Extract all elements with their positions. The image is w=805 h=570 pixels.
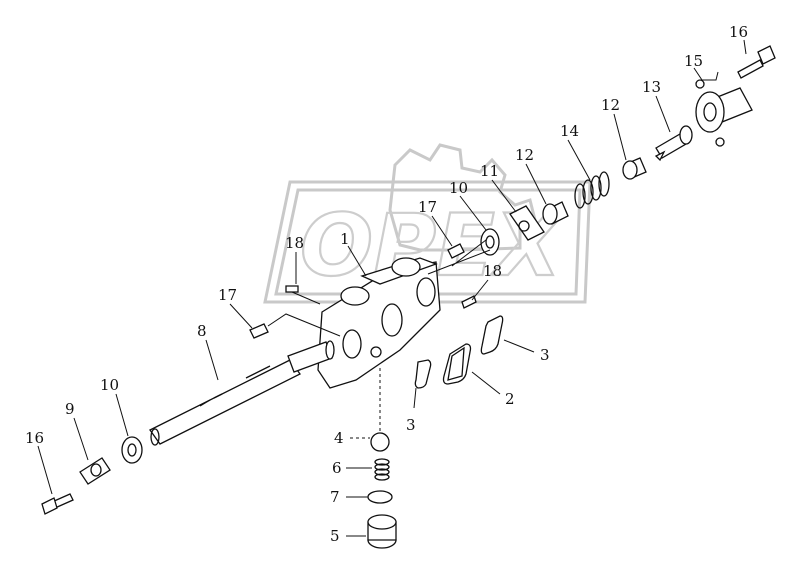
plug-5 [367, 514, 397, 549]
leader-1 [347, 245, 367, 277]
leader-lines [37, 39, 747, 537]
seal-10-lower [121, 436, 143, 464]
callout-11: 11 [480, 162, 499, 180]
callout-9: 9 [65, 400, 75, 418]
sleeve-12b [542, 201, 569, 225]
leader-10b [115, 393, 129, 437]
bolt-16-top [737, 45, 776, 79]
flange-9 [79, 457, 111, 485]
callouts: 16 15 13 12 14 12 11 10 17 18 1 18 17 8 … [25, 23, 748, 545]
leader-12b [525, 163, 547, 205]
leader-17b [229, 291, 341, 337]
callout-7: 7 [330, 488, 340, 506]
callout-1: 1 [340, 230, 350, 248]
seal-3-right [480, 315, 504, 355]
callout-3-left: 3 [406, 416, 416, 434]
callout-13: 13 [642, 78, 661, 96]
plug-17-lower [249, 323, 269, 339]
cap-15 [695, 79, 753, 147]
leader-10a [427, 195, 491, 275]
ball-4 [370, 432, 390, 452]
callout-8: 8 [197, 322, 207, 340]
callout-18-right: 18 [483, 262, 502, 280]
leader-3b [413, 387, 417, 409]
watermark-gear-icon [388, 143, 537, 252]
leader-17a [431, 215, 453, 247]
leader-12a [613, 113, 627, 161]
seal-10-upper [480, 228, 500, 256]
callout-17-upper: 17 [418, 198, 437, 216]
callout-12-top: 12 [601, 96, 620, 114]
plug-17-upper [447, 243, 465, 259]
callout-4: 4 [334, 429, 344, 447]
leader-3a [503, 339, 535, 353]
bolt-16-bottom [41, 493, 74, 515]
o-ring-7 [367, 490, 393, 504]
spring-6 [374, 458, 390, 481]
leader-16-bottom [37, 445, 53, 495]
leader-13 [655, 95, 671, 133]
callout-10-lower: 10 [100, 376, 119, 394]
callout-12-lower: 12 [515, 146, 534, 164]
seal-2 [442, 343, 472, 385]
callout-2: 2 [505, 390, 515, 408]
leader-18b [471, 279, 489, 301]
plate-11 [509, 205, 545, 241]
callout-14: 14 [560, 122, 579, 140]
callout-6: 6 [332, 459, 342, 477]
parts [41, 45, 776, 549]
sleeve-12a [622, 157, 647, 180]
watermark-frame [263, 180, 592, 304]
seal-3-left [414, 359, 432, 389]
callout-10-upper: 10 [449, 179, 468, 197]
callout-16-bottom: 16 [25, 429, 44, 447]
callout-5: 5 [330, 527, 340, 545]
callout-16-top: 16 [729, 23, 748, 41]
leader-14 [567, 139, 591, 181]
leader-16-top [743, 39, 747, 55]
leader-11 [491, 179, 517, 213]
leader-2 [471, 371, 501, 395]
leader-8 [205, 339, 219, 381]
spring-14 [574, 171, 610, 209]
leader-4 [350, 368, 381, 439]
callout-3-right: 3 [540, 346, 550, 364]
leader-15 [693, 67, 719, 81]
callout-18-left: 18 [285, 234, 304, 252]
callout-15: 15 [684, 52, 703, 70]
spool-8 [149, 340, 335, 446]
valve-body-1 [317, 257, 441, 389]
pin-18-left [285, 285, 299, 293]
callout-17-lower: 17 [218, 286, 237, 304]
shaft-13 [654, 125, 693, 162]
watermark-frame-inner [274, 188, 582, 296]
leader-9 [73, 417, 89, 461]
